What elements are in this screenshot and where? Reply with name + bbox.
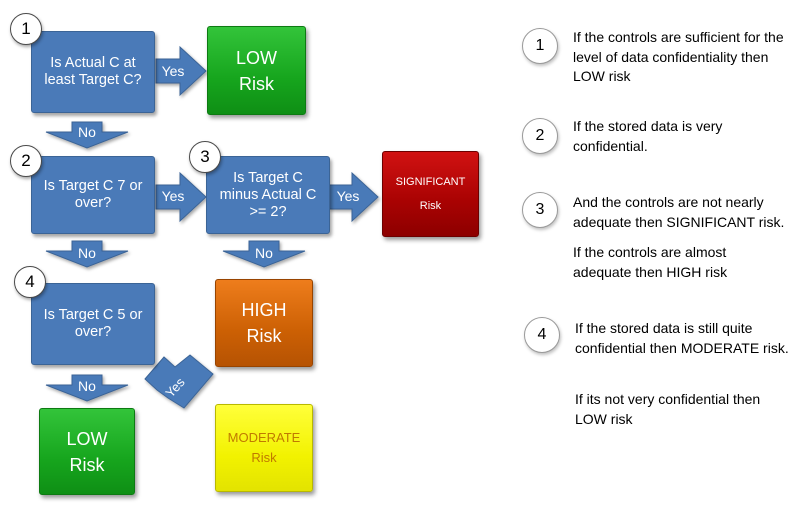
legend-number-1: 1	[522, 28, 558, 64]
legend-text-3a: And the controls are not nearly adequate…	[573, 194, 785, 230]
question-box-2: Is Target C 7 or over?	[31, 156, 155, 234]
no-label-1: No	[78, 124, 96, 140]
question-text-3: Is Target C minus Actual C >= 2?	[219, 169, 317, 220]
question-text-2: Is Target C 7 or over?	[43, 178, 143, 211]
yes-arrow-4	[144, 354, 214, 409]
result-low-bottom: LOW Risk	[39, 408, 135, 495]
legend-text-1: If the controls are sufficient for the l…	[573, 29, 784, 84]
question-box-4: Is Target C 5 or over?	[31, 283, 155, 365]
yes-label-1: Yes	[161, 63, 185, 79]
result-significant-label: SIGNIFICANT Risk	[395, 176, 466, 212]
legend-text-4a: If the stored data is still quite confid…	[575, 320, 789, 356]
yes-arrow-3	[328, 171, 379, 223]
result-high: HIGH Risk	[215, 279, 313, 367]
legend-number-3: 3	[522, 192, 558, 228]
no-arrow-2	[45, 240, 129, 268]
step-number-2: 2	[10, 145, 42, 177]
step-number-4: 4	[14, 266, 46, 298]
legend-text-4b: If its not very confidential then LOW ri…	[575, 391, 761, 427]
step-number-1: 1	[10, 13, 42, 45]
question-text-4: Is Target C 5 or over?	[43, 307, 143, 340]
question-box-1: Is Actual C at least Target C?	[31, 31, 155, 113]
no-label-4: No	[78, 378, 96, 394]
result-significant: SIGNIFICANT Risk	[382, 151, 479, 237]
step-number-3: 3	[189, 141, 221, 173]
yes-arrow-1	[155, 45, 207, 97]
yes-label-2: Yes	[161, 188, 185, 204]
no-label-3: No	[255, 245, 273, 261]
result-low-bottom-label: LOW Risk	[66, 428, 108, 475]
result-low-top-label: LOW Risk	[235, 47, 277, 94]
legend-text-2: If the stored data is very confidential.	[573, 118, 723, 154]
legend-text-3b: If the controls are almost adequate then…	[573, 244, 728, 280]
no-label-2: No	[78, 245, 96, 261]
legend-number-2: 2	[522, 118, 558, 154]
no-arrow-3	[222, 240, 306, 268]
yes-label-3: Yes	[336, 188, 360, 204]
yes-arrow-2	[155, 171, 207, 223]
legend-number-4: 4	[524, 317, 560, 353]
no-arrow-4	[45, 374, 129, 402]
result-moderate: MODERATE Risk	[215, 404, 313, 492]
result-high-label: HIGH Risk	[241, 300, 287, 346]
result-low-top: LOW Risk	[207, 26, 306, 115]
question-box-3: Is Target C minus Actual C >= 2?	[206, 156, 330, 234]
question-text-1: Is Actual C at least Target C?	[44, 55, 142, 88]
result-moderate-label: MODERATE Risk	[227, 430, 301, 465]
no-arrow-1	[45, 121, 129, 149]
